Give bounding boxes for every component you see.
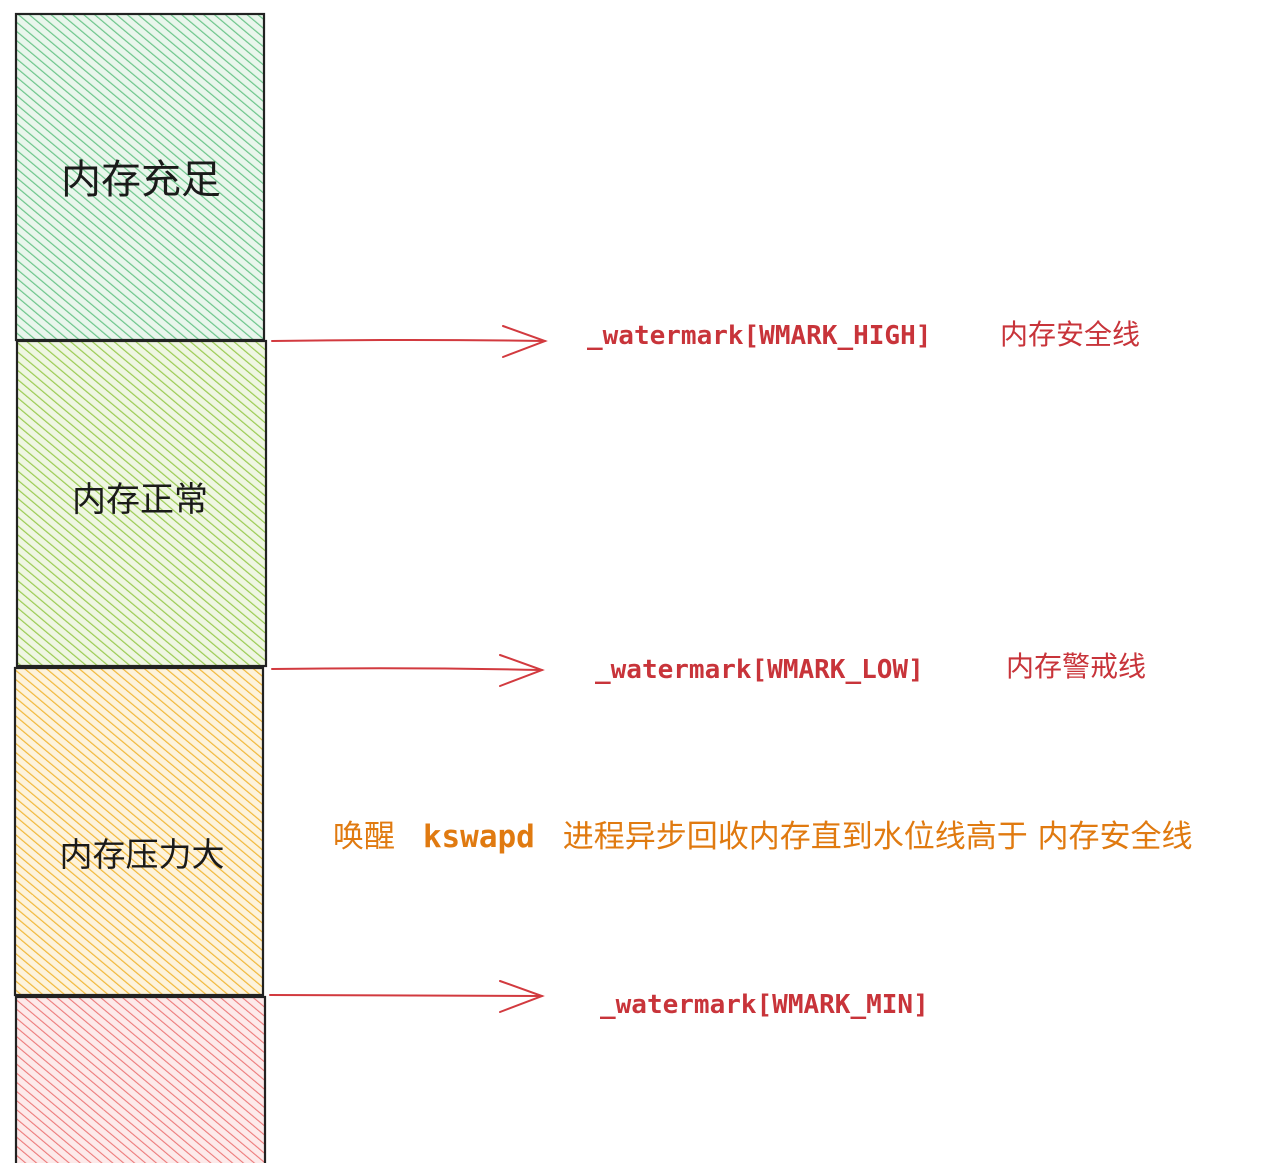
zone-min-fill (16, 997, 265, 1163)
watermark-low-note: 内存警戒线 (1006, 650, 1146, 683)
zone-min-border (14, 995, 267, 1163)
arrow-high-shaft (271, 339, 546, 342)
watermark-low-code: _watermark[WMARK_LOW] (595, 655, 924, 685)
zone-high-fill (16, 14, 264, 340)
zone-pressure-border (13, 666, 265, 997)
arrow-high-head (502, 325, 548, 358)
action-keyword: kswapd (423, 819, 535, 855)
arrow-low-head (499, 654, 545, 687)
action-suffix: 进程异步回收内存直到水位线高于 内存安全线 (563, 819, 1193, 855)
arrow-min (269, 980, 545, 1013)
zone-normal-fill (17, 341, 266, 666)
arrow-min-shaft (269, 994, 543, 997)
zone-min (14, 995, 267, 1163)
zone-pressure-label: 内存压力大 (60, 835, 225, 874)
zone-normal: 内存正常 (15, 339, 268, 668)
zone-normal-border (15, 339, 268, 668)
zone-normal-label: 内存正常 (72, 480, 208, 520)
zone-high: 内存充足 (14, 12, 266, 342)
arrow-min-head (499, 980, 545, 1013)
watermark-high-code: _watermark[WMARK_HIGH] (587, 321, 931, 351)
watermark-min-code: _watermark[WMARK_MIN] (600, 990, 929, 1020)
arrow-high (271, 325, 548, 358)
watermark-high-note: 内存安全线 (1000, 318, 1140, 351)
action-prefix: 唤醒 (333, 819, 395, 855)
arrow-low-shaft (271, 667, 543, 671)
zone-pressure: 内存压力大 (13, 666, 265, 997)
zone-high-label: 内存充足 (61, 157, 221, 203)
arrow-low (271, 654, 545, 687)
kswapd-action-text: 唤醒 kswapd 进程异步回收内存直到水位线高于 内存安全线 (333, 819, 1193, 855)
zone-pressure-fill (15, 668, 263, 995)
